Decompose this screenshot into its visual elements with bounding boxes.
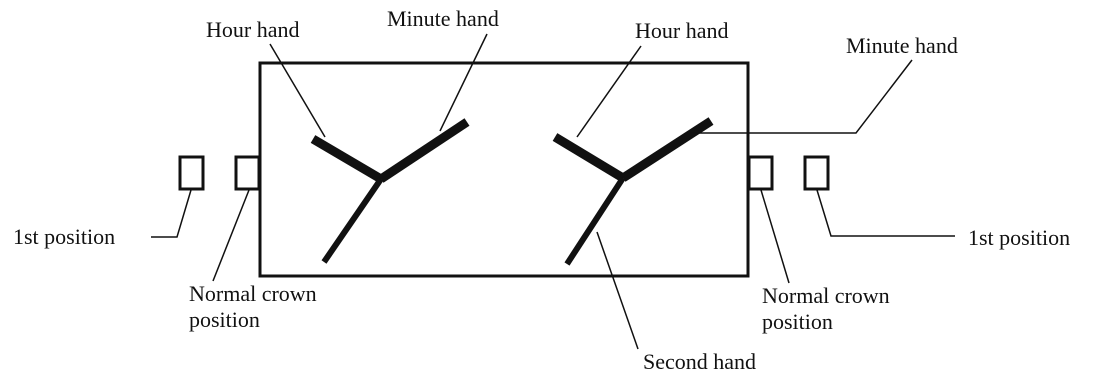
leader-left-normal (212, 189, 250, 282)
left-crown-first-position (178, 155, 205, 191)
leader-left-first (151, 189, 192, 238)
right-normal-crown-line1: Normal crown (762, 283, 890, 308)
leader-right-hour (576, 45, 642, 138)
left-hour-hand-label: Hour hand (206, 17, 300, 42)
leader-right-normal (760, 189, 790, 284)
right-hour-hand (552, 133, 626, 182)
right-movement-hands (552, 117, 714, 266)
leader-left-minute (439, 33, 488, 132)
right-crown-normal-position (747, 155, 774, 191)
right-minute-hand (620, 117, 714, 182)
left-minute-hand-label: Minute hand (387, 6, 499, 31)
right-normal-crown-line2: position (762, 309, 833, 334)
right-minute-hand-label: Minute hand (846, 33, 958, 58)
leader-right-minute (690, 59, 913, 134)
second-hand-label: Second hand (643, 349, 757, 374)
leader-lines (151, 33, 955, 350)
left-hour-hand (310, 135, 384, 183)
left-minute-hand (378, 118, 470, 183)
left-crown-normal-position (234, 155, 261, 191)
right-first-position-label: 1st position (968, 225, 1071, 250)
left-normal-crown-label: Normal crown position (189, 281, 317, 333)
left-normal-crown-line1: Normal crown (189, 281, 317, 306)
left-normal-crown-line2: position (189, 307, 260, 332)
leader-left-hour (269, 43, 326, 138)
right-crown-first-position (803, 155, 830, 191)
leader-right-first (816, 189, 955, 237)
left-first-position-label: 1st position (13, 224, 116, 249)
right-normal-crown-label: Normal crown position (762, 283, 890, 335)
leader-second-hand (596, 231, 639, 350)
right-second-hand (564, 176, 626, 266)
left-lower-hand (321, 177, 384, 264)
right-hour-hand-label: Hour hand (635, 18, 729, 43)
left-movement-hands (310, 118, 470, 264)
